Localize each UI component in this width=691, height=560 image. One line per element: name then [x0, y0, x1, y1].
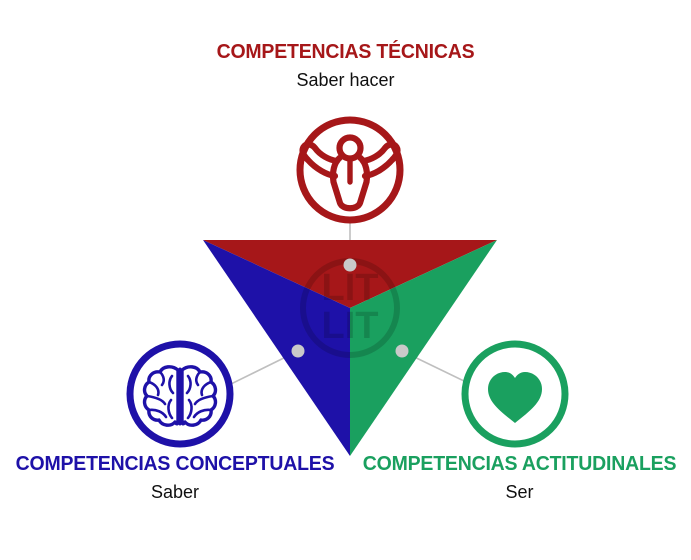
label-actitudinales-title: COMPETENCIAS ACTITUDINALES — [362, 452, 677, 475]
node-conceptuales[interactable] — [126, 340, 234, 448]
label-actitudinales-subtitle: Ser — [505, 482, 534, 502]
triangle-segment-tecnicas — [203, 240, 497, 308]
watermark-lit: LIT LIT — [300, 258, 400, 358]
triangle-segment-actitudinales — [350, 240, 497, 456]
connector-dot-top — [343, 258, 357, 272]
node-tecnicas[interactable] — [296, 116, 404, 224]
svg-text:LIT: LIT — [322, 305, 379, 347]
person-raised-arms-icon — [299, 134, 401, 212]
connector-dots — [291, 258, 409, 358]
heart-icon — [488, 372, 542, 423]
watermark-text: LIT — [322, 267, 379, 309]
connector-dot-left — [291, 344, 305, 358]
label-group-tecnicas: COMPETENCIAS TÉCNICAS Saber hacer — [0, 40, 691, 93]
connector-dot-right — [395, 344, 409, 358]
label-group-actitudinales: COMPETENCIAS ACTITUDINALES Ser — [348, 452, 691, 505]
label-conceptuales-title: COMPETENCIAS CONCEPTUALES — [15, 452, 335, 475]
label-group-conceptuales: COMPETENCIAS CONCEPTUALES Saber — [0, 452, 350, 505]
triangle-segment-conceptuales — [203, 240, 350, 456]
node-actitudinales[interactable] — [461, 340, 569, 448]
label-conceptuales-subtitle: Saber — [150, 482, 200, 502]
triangle-group — [203, 240, 497, 456]
label-tecnicas-subtitle: Saber hacer — [296, 70, 395, 90]
label-tecnicas-title: COMPETENCIAS TÉCNICAS — [216, 40, 475, 63]
brain-icon — [142, 365, 218, 427]
